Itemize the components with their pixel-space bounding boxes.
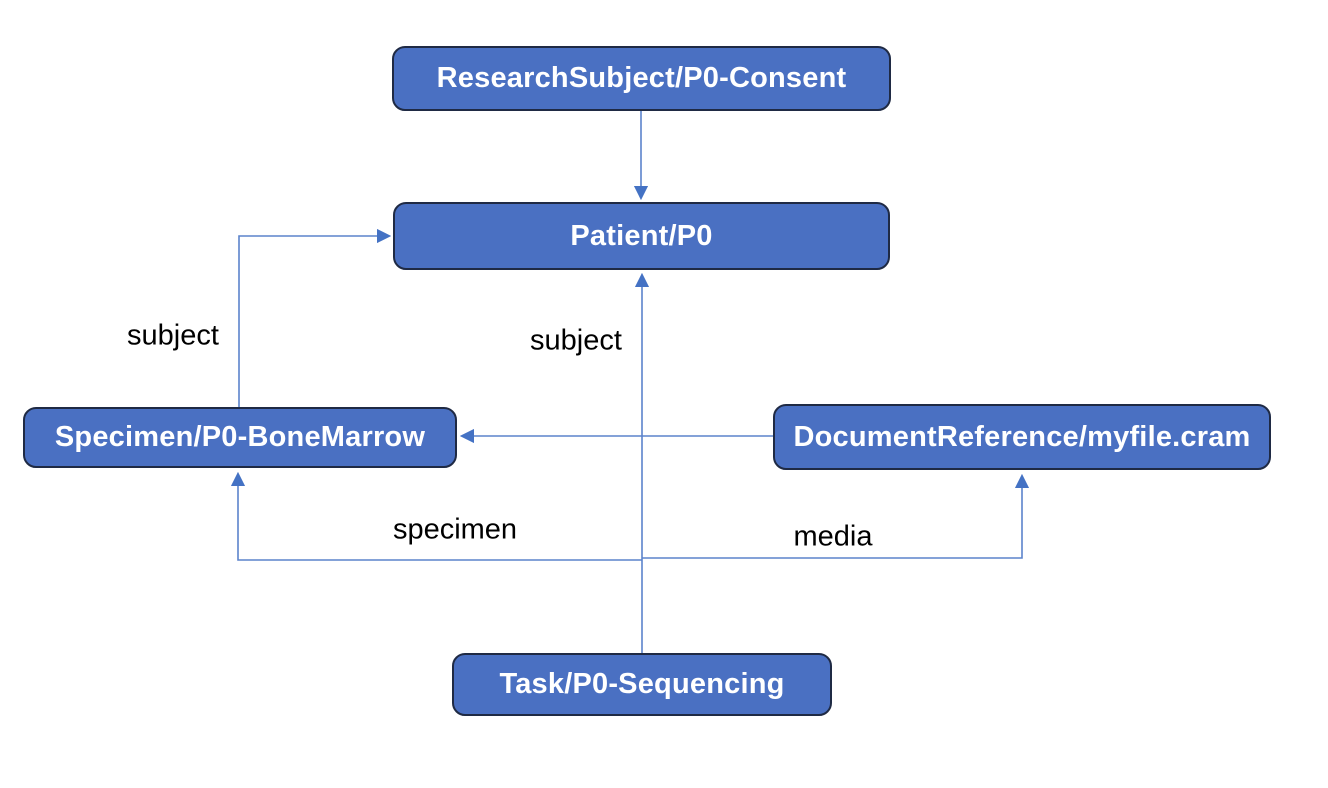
node-specimen: Specimen/P0-BoneMarrow [23, 407, 457, 468]
node-document-reference: DocumentReference/myfile.cram [773, 404, 1271, 470]
node-specimen-label: Specimen/P0-BoneMarrow [54, 421, 426, 453]
edge-label-task-specimen: specimen [392, 513, 518, 546]
node-task-label: Task/P0-Sequencing [499, 668, 785, 700]
edge-specimen-to-patient [238, 228, 392, 407]
edge-task-to-documentreference [642, 473, 1030, 559]
node-patient: Patient/P0 [393, 202, 890, 270]
node-research-subject-label: ResearchSubject/P0-Consent [436, 62, 847, 94]
edge-task-to-specimen [230, 471, 642, 561]
edge-label-task-media: media [793, 520, 873, 553]
edge-label-specimen-subject: subject [127, 319, 219, 352]
edge-label-task-subject: subject [530, 324, 622, 357]
node-research-subject: ResearchSubject/P0-Consent [392, 46, 891, 111]
node-document-reference-label: DocumentReference/myfile.cram [793, 420, 1251, 453]
node-patient-label: Patient/P0 [570, 219, 713, 252]
node-task: Task/P0-Sequencing [452, 653, 832, 716]
